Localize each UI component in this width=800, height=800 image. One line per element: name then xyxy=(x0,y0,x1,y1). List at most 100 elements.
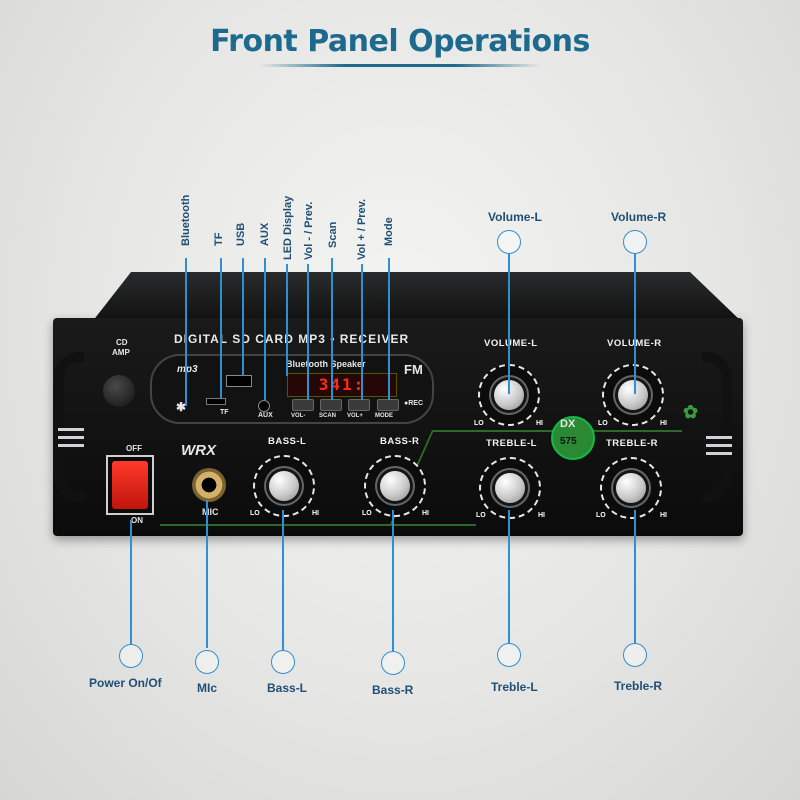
knob-cap xyxy=(269,471,299,501)
btn-label-mode: MODE xyxy=(375,413,393,419)
bass-l-label: BASS-L xyxy=(268,436,307,447)
hi-label: HI xyxy=(660,420,667,427)
callout-treble-l: Treble-L xyxy=(491,680,538,694)
vol-plus-button[interactable] xyxy=(348,399,370,411)
leader-line xyxy=(307,264,309,400)
callout-bluetooth: Bluetooth xyxy=(180,194,192,246)
vol-minus-button[interactable] xyxy=(292,399,314,411)
hi-label: HI xyxy=(536,420,543,427)
knob-cap xyxy=(495,473,525,503)
callout-ring-power xyxy=(119,644,143,668)
callout-aux: AUX xyxy=(259,222,271,246)
cd-amp-knob[interactable] xyxy=(103,375,135,407)
module-title: Bluetooth Speaker xyxy=(286,359,366,369)
aux-jack[interactable] xyxy=(258,400,270,412)
treble-r-label: TREBLE-R xyxy=(606,438,659,449)
cd-label: CD xyxy=(116,338,128,347)
callout-ring-treble-r xyxy=(623,643,647,667)
callout-scan: Scan xyxy=(327,221,339,248)
scan-button[interactable] xyxy=(320,399,342,411)
hi-label: HI xyxy=(422,510,429,517)
right-grip-line xyxy=(706,444,732,447)
leader-line xyxy=(264,258,266,400)
callout-vol-plus: Vol + / Prev. xyxy=(356,198,368,260)
leader-line xyxy=(508,510,510,644)
leader-line xyxy=(634,254,636,394)
bass-r-label: BASS-R xyxy=(380,436,420,447)
knob-cap xyxy=(618,380,648,410)
on-label: ON xyxy=(131,516,143,525)
right-grip-line xyxy=(706,452,732,455)
leader-line xyxy=(388,258,390,400)
callout-treble-r: Treble-R xyxy=(614,679,663,693)
btn-label-vol-plus: VOL+ xyxy=(347,413,363,419)
callout-volume-r: Volume-R xyxy=(611,210,667,224)
tf-label: TF xyxy=(220,409,229,416)
lo-label: LO xyxy=(596,512,606,519)
rec-label: ●REC xyxy=(404,400,424,407)
page-title: Front Panel Operations xyxy=(210,24,590,59)
volume-r-knob[interactable] xyxy=(602,364,664,426)
aux-label: AUX xyxy=(258,412,273,419)
leader-line xyxy=(286,264,288,376)
leader-line xyxy=(206,500,208,648)
leader-line xyxy=(242,258,244,376)
callout-usb: USB xyxy=(235,222,247,246)
lo-label: LO xyxy=(250,510,260,517)
tf-slot[interactable] xyxy=(206,398,226,405)
knob-cap xyxy=(616,473,646,503)
fm-label: FM xyxy=(404,362,423,377)
hi-label: HI xyxy=(312,510,319,517)
leader-line xyxy=(508,254,510,394)
hi-label: HI xyxy=(538,512,545,519)
callout-ring-treble-l xyxy=(497,643,521,667)
mic-jack[interactable] xyxy=(192,468,226,502)
rose-logo-icon: ✿ xyxy=(683,402,699,422)
callout-ring-mic xyxy=(195,650,219,674)
callout-bass-r: Bass-R xyxy=(372,683,414,697)
callout-mode: Mode xyxy=(383,217,395,246)
btn-label-scan: SCAN xyxy=(319,413,337,419)
lo-label: LO xyxy=(474,420,484,427)
bluetooth-icon: ✱ xyxy=(176,400,187,414)
callout-led-display: LED Display xyxy=(282,195,294,260)
callout-mic: MIc xyxy=(197,681,218,695)
amplifier-top-cover xyxy=(92,272,742,322)
left-handle xyxy=(54,352,84,502)
lo-label: LO xyxy=(362,510,372,517)
leader-line xyxy=(392,510,394,652)
off-label: OFF xyxy=(126,444,142,453)
power-switch[interactable] xyxy=(112,461,148,509)
bass-r-knob[interactable] xyxy=(364,455,426,517)
brand-logo: WRX xyxy=(181,442,216,459)
mp3-badge: mp3 xyxy=(177,364,198,375)
right-grip-line xyxy=(706,436,732,439)
lo-label: LO xyxy=(598,420,608,427)
panel-header: DIGITAL SD CARD MP3 • RECEIVER xyxy=(174,332,410,346)
callout-ring-bass-r xyxy=(381,651,405,675)
leader-line xyxy=(220,258,222,398)
usb-port[interactable] xyxy=(226,375,252,387)
callout-volume-l: Volume-L xyxy=(488,210,542,224)
leader-line xyxy=(634,510,636,644)
leader-line xyxy=(130,520,132,645)
volume-l-label: VOLUME-L xyxy=(484,338,538,349)
treble-r-knob[interactable] xyxy=(600,457,662,519)
callout-ring-volume-r xyxy=(623,230,647,254)
green-trim xyxy=(160,524,476,526)
left-grip-line xyxy=(58,428,84,431)
model-number: 575 xyxy=(560,436,577,447)
leader-line xyxy=(361,264,363,400)
bass-l-knob[interactable] xyxy=(253,455,315,517)
title-underline xyxy=(260,64,540,67)
callout-ring-volume-l xyxy=(497,230,521,254)
leader-line xyxy=(185,258,187,406)
mode-button[interactable] xyxy=(377,399,399,411)
right-handle xyxy=(702,352,732,502)
leader-line xyxy=(282,510,284,650)
callout-vol-minus: Vol - / Prev. xyxy=(303,201,315,260)
led-display: 341: xyxy=(287,373,397,397)
callout-power: Power On/Of xyxy=(89,676,162,690)
treble-l-knob[interactable] xyxy=(479,457,541,519)
mic-label: MIC xyxy=(202,507,219,517)
